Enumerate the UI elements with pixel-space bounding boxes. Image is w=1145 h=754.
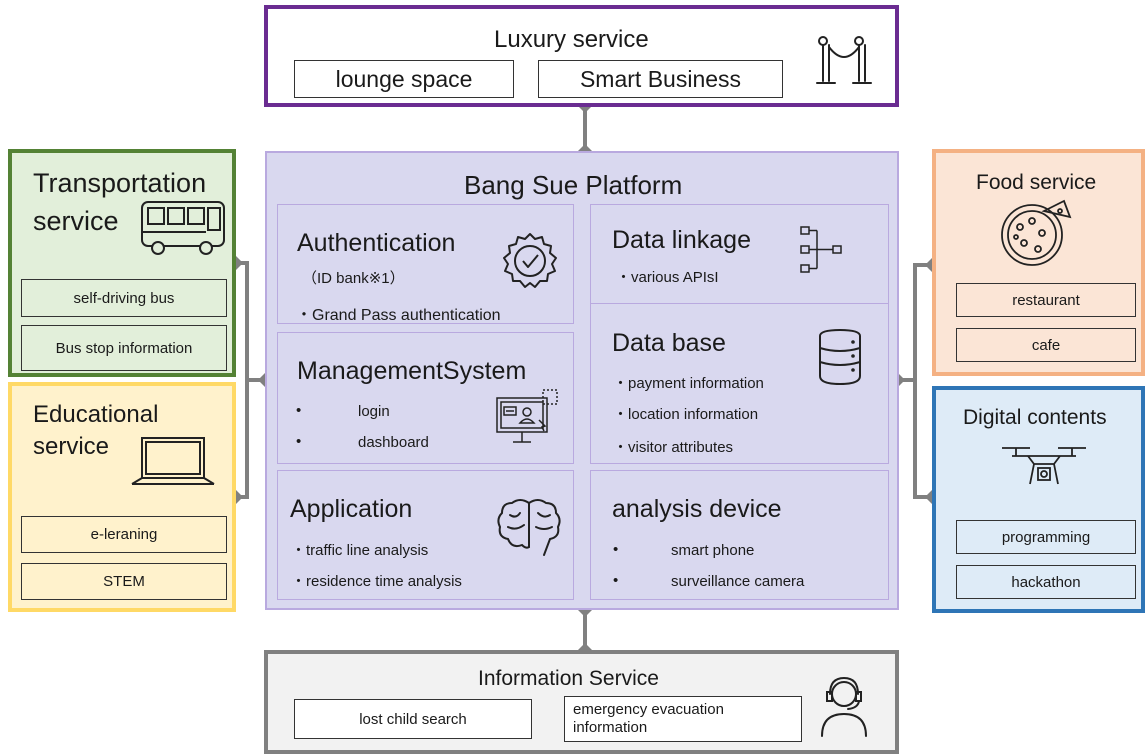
network-hierarchy-icon (800, 226, 842, 273)
luxury-service-title: Luxury service (494, 26, 649, 53)
application-title: Application (290, 495, 413, 523)
brain-icon (497, 499, 561, 556)
educational-service-box: Educational service e-leraning STEM (8, 382, 236, 612)
database-bullet-visitor: ・visitor attributes (613, 439, 734, 456)
luxury-item-label: Smart Business (579, 65, 742, 92)
transport-item-self-driving-bus: self-driving bus (21, 279, 227, 317)
edu-item-label: STEM (103, 573, 145, 590)
educational-title-line2: service (33, 433, 110, 460)
database-icon (819, 328, 861, 386)
database-bullet-payment: ・payment information (613, 375, 764, 392)
luxury-item-lounge-space: lounge space (294, 60, 514, 98)
analysis-bullet-smartphone: smart phone (671, 542, 755, 559)
edu-item-stem: STEM (21, 563, 227, 600)
application-bullet-traffic: ・traffic line analysis (291, 542, 429, 559)
application-bullet-residence: ・residence time analysis (291, 573, 462, 590)
management-bullet-login: login (358, 403, 390, 420)
data-linkage-cell: Data linkage ・various APIsI (590, 204, 889, 304)
digital-item-label: hackathon (1011, 573, 1081, 591)
verified-badge-icon (503, 233, 557, 288)
analysis-device-title: analysis device (612, 495, 782, 523)
transport-item-bus-stop-information: Bus stop information (21, 325, 227, 371)
food-service-box: Food service restaurant cafe (932, 149, 1145, 376)
authentication-note: （ID bank※1） (302, 270, 405, 287)
data-linkage-title: Data linkage (612, 226, 751, 254)
database-cell: Data base ・payment information ・location… (590, 304, 889, 464)
bus-icon (141, 201, 225, 255)
info-evac-line2: information (573, 719, 648, 736)
analysis-bullet-dot: • (613, 541, 619, 558)
digital-contents-box: Digital contents programming hackathon (932, 386, 1145, 613)
luxury-service-box: Luxury service lounge space Smart Busine… (264, 5, 899, 107)
edu-item-label: e-leraning (90, 526, 158, 543)
info-item-emergency-evacuation: emergency evacuation information (564, 696, 802, 742)
analysis-bullet-camera: surveillance camera (671, 573, 805, 590)
authentication-title: Authentication (297, 229, 456, 257)
database-title: Data base (612, 329, 726, 357)
analysis-device-cell: analysis device • smart phone • surveill… (590, 470, 889, 600)
transportation-title-line2: service (33, 206, 119, 236)
platform-title: Bang Sue Platform (464, 170, 683, 200)
food-item-label: cafe (1031, 336, 1061, 354)
food-item-cafe: cafe (956, 328, 1136, 362)
educational-title-line1: Educational (33, 401, 159, 428)
luxury-item-label: lounge space (335, 65, 473, 92)
monitor-user-icon (496, 389, 558, 443)
authentication-cell: Authentication （ID bank※1） ・Grand Pass a… (277, 204, 574, 324)
luxury-item-smart-business: Smart Business (538, 60, 783, 98)
information-service-title: Information Service (478, 667, 659, 690)
food-item-restaurant: restaurant (956, 283, 1136, 317)
digital-item-programming: programming (956, 520, 1136, 554)
management-bullet-dashboard: dashboard (358, 434, 429, 451)
transportation-service-box: Transportation service self-driving bus … (8, 149, 236, 377)
management-bullet-dot: • (296, 402, 302, 419)
pizza-icon (1001, 199, 1072, 266)
food-item-label: restaurant (1012, 291, 1080, 309)
authentication-bullet: ・Grand Pass authentication (296, 307, 501, 324)
transport-item-label: self-driving bus (73, 289, 175, 307)
management-system-title: ManagementSystem (297, 357, 527, 385)
management-bullet-dot: • (296, 433, 302, 450)
database-bullet-location: ・location information (613, 406, 759, 423)
transport-item-label: Bus stop information (55, 339, 193, 357)
information-service-box: Information Service lost child search em… (264, 650, 899, 754)
transportation-title-line1: Transportation (33, 168, 207, 198)
management-system-cell: ManagementSystem • login • dashboard (277, 332, 574, 464)
analysis-bullet-dot: • (613, 572, 619, 589)
headset-operator-icon (821, 676, 867, 737)
stanchion-rope-icon (816, 36, 872, 84)
digital-item-hackathon: hackathon (956, 565, 1136, 599)
info-evac-line1: emergency evacuation (573, 701, 724, 718)
bang-sue-platform: Bang Sue Platform Authentication （ID ban… (265, 151, 899, 610)
digital-contents-title: Digital contents (963, 406, 1107, 429)
info-item-label: lost child search (359, 710, 467, 728)
digital-item-label: programming (1001, 528, 1091, 546)
application-cell: Application ・traffic line analysis ・resi… (277, 470, 574, 600)
food-service-title: Food service (976, 171, 1097, 194)
data-linkage-bullet: ・various APIsI (616, 269, 719, 286)
drone-icon (1002, 447, 1086, 485)
laptop-icon (131, 437, 215, 485)
info-item-lost-child-search: lost child search (294, 699, 532, 739)
edu-item-e-learning: e-leraning (21, 516, 227, 553)
